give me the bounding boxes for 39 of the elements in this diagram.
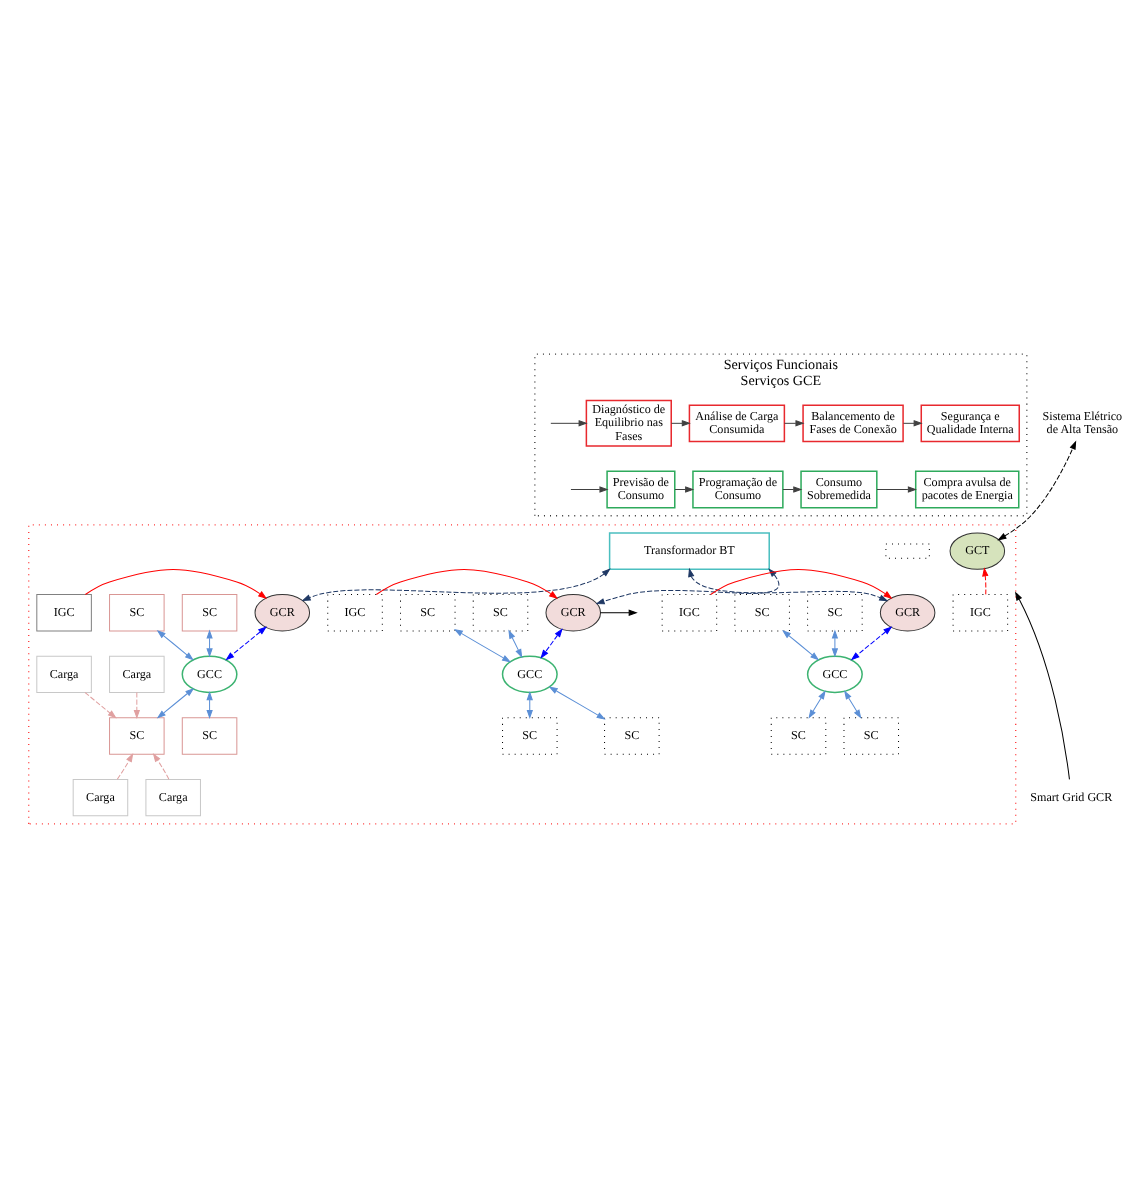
arrow bbox=[674, 486, 695, 493]
arrow bbox=[156, 630, 194, 661]
arrow bbox=[902, 420, 923, 427]
arrow bbox=[548, 686, 606, 720]
arrow bbox=[156, 687, 195, 719]
arrow bbox=[375, 568, 559, 599]
arrow bbox=[225, 626, 267, 661]
arrow bbox=[540, 628, 563, 659]
arrow bbox=[1015, 591, 1070, 780]
arrow bbox=[782, 486, 803, 493]
cluster bbox=[28, 524, 1017, 825]
arrow bbox=[670, 420, 691, 427]
arrow bbox=[688, 567, 889, 602]
arrow bbox=[116, 752, 134, 780]
arrow bbox=[710, 568, 893, 599]
arrow bbox=[508, 629, 523, 659]
arrow bbox=[982, 567, 989, 595]
arrow bbox=[301, 568, 611, 602]
arrow bbox=[876, 486, 917, 493]
arrow bbox=[526, 691, 533, 720]
arrow bbox=[595, 568, 780, 605]
arrow bbox=[133, 692, 140, 720]
arrow bbox=[997, 440, 1077, 541]
arrow bbox=[152, 752, 170, 780]
node-box bbox=[885, 543, 930, 559]
arrow bbox=[831, 629, 839, 658]
arrow bbox=[844, 690, 862, 719]
arrow bbox=[84, 692, 117, 719]
arrow bbox=[782, 630, 820, 661]
arrow bbox=[784, 420, 805, 427]
arrow bbox=[570, 486, 609, 493]
arrow bbox=[206, 691, 213, 720]
arrow bbox=[453, 628, 512, 663]
arrow bbox=[808, 690, 826, 719]
arrow bbox=[850, 626, 893, 661]
arrow bbox=[206, 629, 213, 658]
arrow bbox=[550, 420, 588, 427]
arrow bbox=[600, 609, 638, 616]
arrow bbox=[84, 568, 268, 599]
